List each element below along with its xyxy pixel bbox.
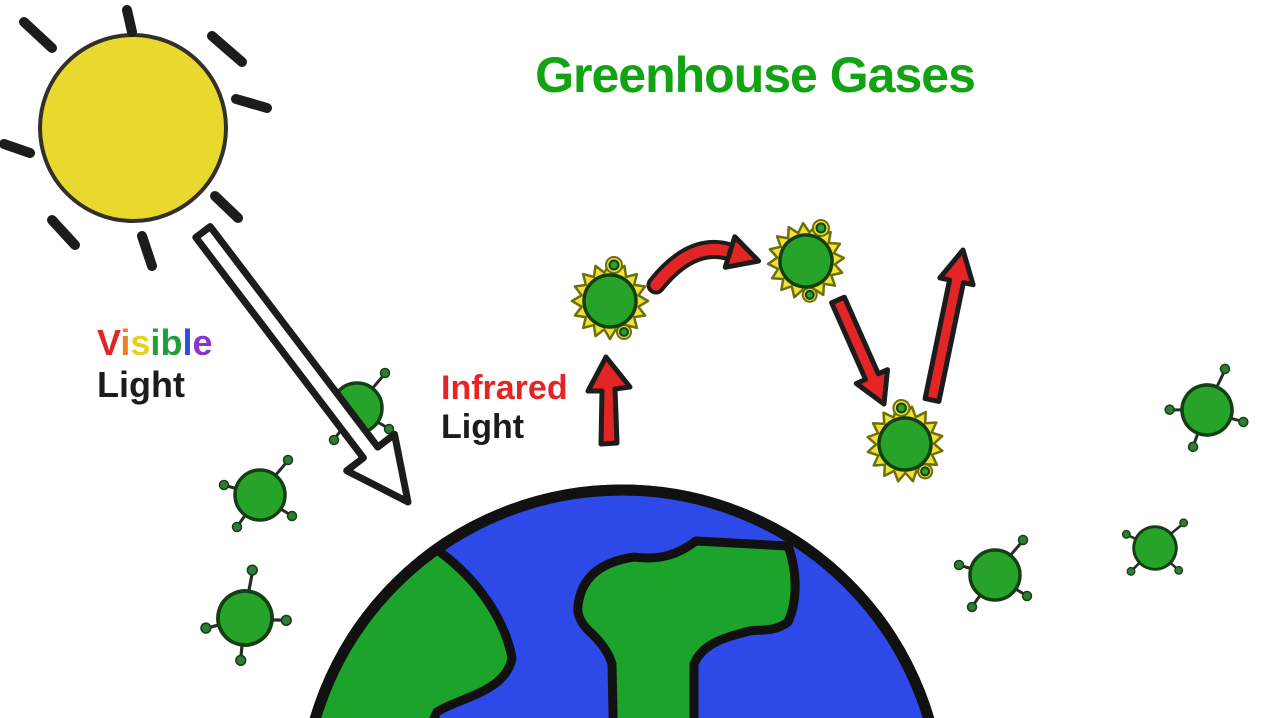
rainbow-letter: b	[160, 322, 183, 363]
visible-word-rainbow: Visible	[97, 322, 212, 364]
sun-icon	[0, 5, 272, 271]
infrared-transfer-arrow-curved	[646, 234, 762, 295]
infrared-light-label: Infrared Light	[441, 369, 568, 448]
gas-molecule	[183, 559, 301, 676]
rainbow-letter: l	[182, 322, 193, 363]
rainbow-letter: e	[192, 322, 213, 363]
gas-molecule	[1114, 507, 1193, 586]
gas-molecule	[217, 453, 299, 534]
gas-molecule	[952, 533, 1034, 614]
excited-gas-molecule	[570, 255, 650, 341]
rainbow-letter: V	[97, 322, 121, 363]
infrared-transfer-arrow-down	[829, 294, 890, 407]
visible-light-label: Visible Light	[97, 322, 212, 406]
infrared-arrow-up	[585, 354, 633, 447]
rainbow-letter: i	[150, 322, 161, 363]
rainbow-letter: s	[130, 322, 151, 363]
visible-light-word2: Light	[97, 363, 185, 405]
excited-gas-molecule	[856, 391, 952, 491]
diagram-title: Greenhouse Gases	[535, 47, 976, 103]
earth	[302, 484, 935, 718]
infrared-reemit-arrow-up	[922, 247, 976, 404]
visible-light-arrow	[192, 223, 412, 506]
rainbow-letter: i	[120, 322, 131, 363]
excited-gas-molecule	[756, 205, 858, 311]
gas-molecule	[1155, 360, 1254, 458]
sun-rays	[0, 5, 272, 271]
infrared-light-word2: Light	[441, 408, 525, 447]
infrared-word: Infrared	[441, 369, 568, 407]
